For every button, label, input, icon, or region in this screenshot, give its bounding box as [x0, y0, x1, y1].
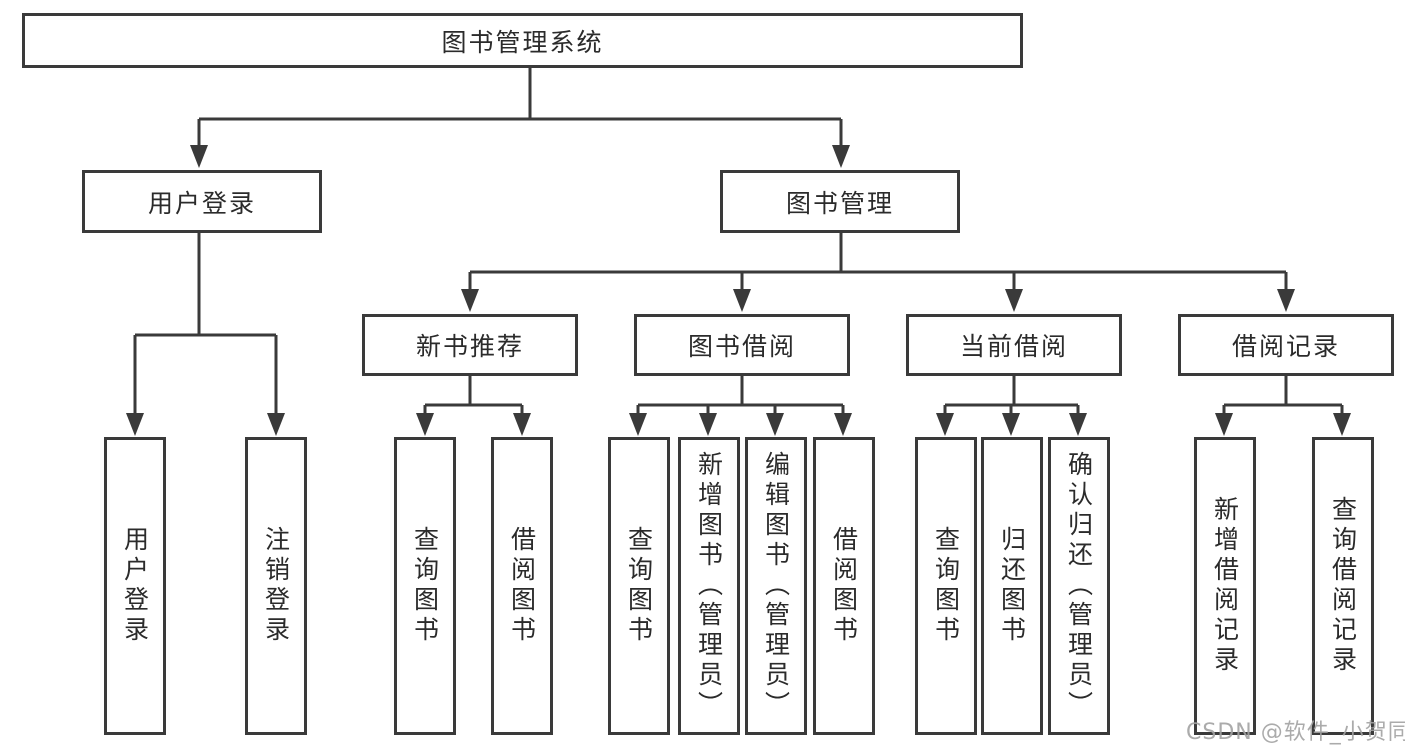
- leaf-edit-books-admin: 编辑图书（管理员）: [745, 437, 807, 735]
- arrowhead-icon: [267, 413, 285, 436]
- arrowhead-icon: [1002, 413, 1020, 436]
- arrowhead-icon: [1277, 289, 1295, 312]
- arrowhead-icon: [834, 413, 852, 436]
- arrowhead-icon: [126, 413, 144, 436]
- leaf-add-books-admin: 新增图书（管理员）: [678, 437, 740, 735]
- connector-user-login-to-leaves: [133, 233, 278, 416]
- arrowhead-icon: [629, 413, 647, 436]
- leaf-return-books: 归还图书: [981, 437, 1043, 735]
- arrowhead-icon: [766, 413, 784, 436]
- arrowhead-icon: [513, 413, 531, 436]
- arrowhead-icon: [832, 145, 850, 168]
- node-user-login: 用户登录: [82, 170, 322, 233]
- node-book-management-system: 图书管理系统: [22, 13, 1023, 68]
- connector-borrow-records-to-leaves: [1222, 376, 1344, 416]
- arrowhead-icon: [1069, 413, 1087, 436]
- connector-current-borrow-to-leaves: [943, 376, 1080, 416]
- arrowhead-icon: [1333, 413, 1351, 436]
- node-book-borrowing: 图书借阅: [634, 314, 850, 376]
- arrowhead-icon: [936, 413, 954, 436]
- leaf-logout: 注销登录: [245, 437, 307, 735]
- arrowhead-icon: [416, 413, 434, 436]
- leaf-add-borrow-record: 新增借阅记录: [1194, 437, 1256, 735]
- arrowhead-icon: [461, 289, 479, 312]
- arrowhead-icon: [1005, 289, 1023, 312]
- node-book-management: 图书管理: [720, 170, 960, 233]
- arrowhead-icon: [733, 289, 751, 312]
- csdn-watermark: CSDN @软件_小贺同学: [1186, 720, 1405, 745]
- leaf-query-borrow-record: 查询借阅记录: [1312, 437, 1374, 735]
- arrowhead-icon: [699, 413, 717, 436]
- connector-new-book-to-leaves: [423, 376, 524, 416]
- connector-book-management-to-level3: [468, 233, 1288, 292]
- node-new-book-recommendation: 新书推荐: [362, 314, 578, 376]
- arrowhead-icon: [1215, 413, 1233, 436]
- leaf-borrow-books-recommend: 借阅图书: [491, 437, 553, 735]
- connector-book-borrow-to-leaves: [636, 376, 845, 416]
- arrowhead-icon: [190, 145, 208, 168]
- leaf-borrow-books: 借阅图书: [813, 437, 875, 735]
- node-current-borrowing: 当前借阅: [906, 314, 1122, 376]
- leaf-query-books-borrow: 查询图书: [608, 437, 670, 735]
- leaf-user-login: 用户登录: [104, 437, 166, 735]
- leaf-query-books-recommend: 查询图书: [394, 437, 456, 735]
- arrowheads: [126, 145, 1351, 436]
- connector-root-to-level2: [197, 68, 843, 148]
- leaf-confirm-return-admin: 确认归还（管理员）: [1048, 437, 1110, 735]
- node-borrowing-records: 借阅记录: [1178, 314, 1394, 376]
- leaf-query-books-current: 查询图书: [915, 437, 977, 735]
